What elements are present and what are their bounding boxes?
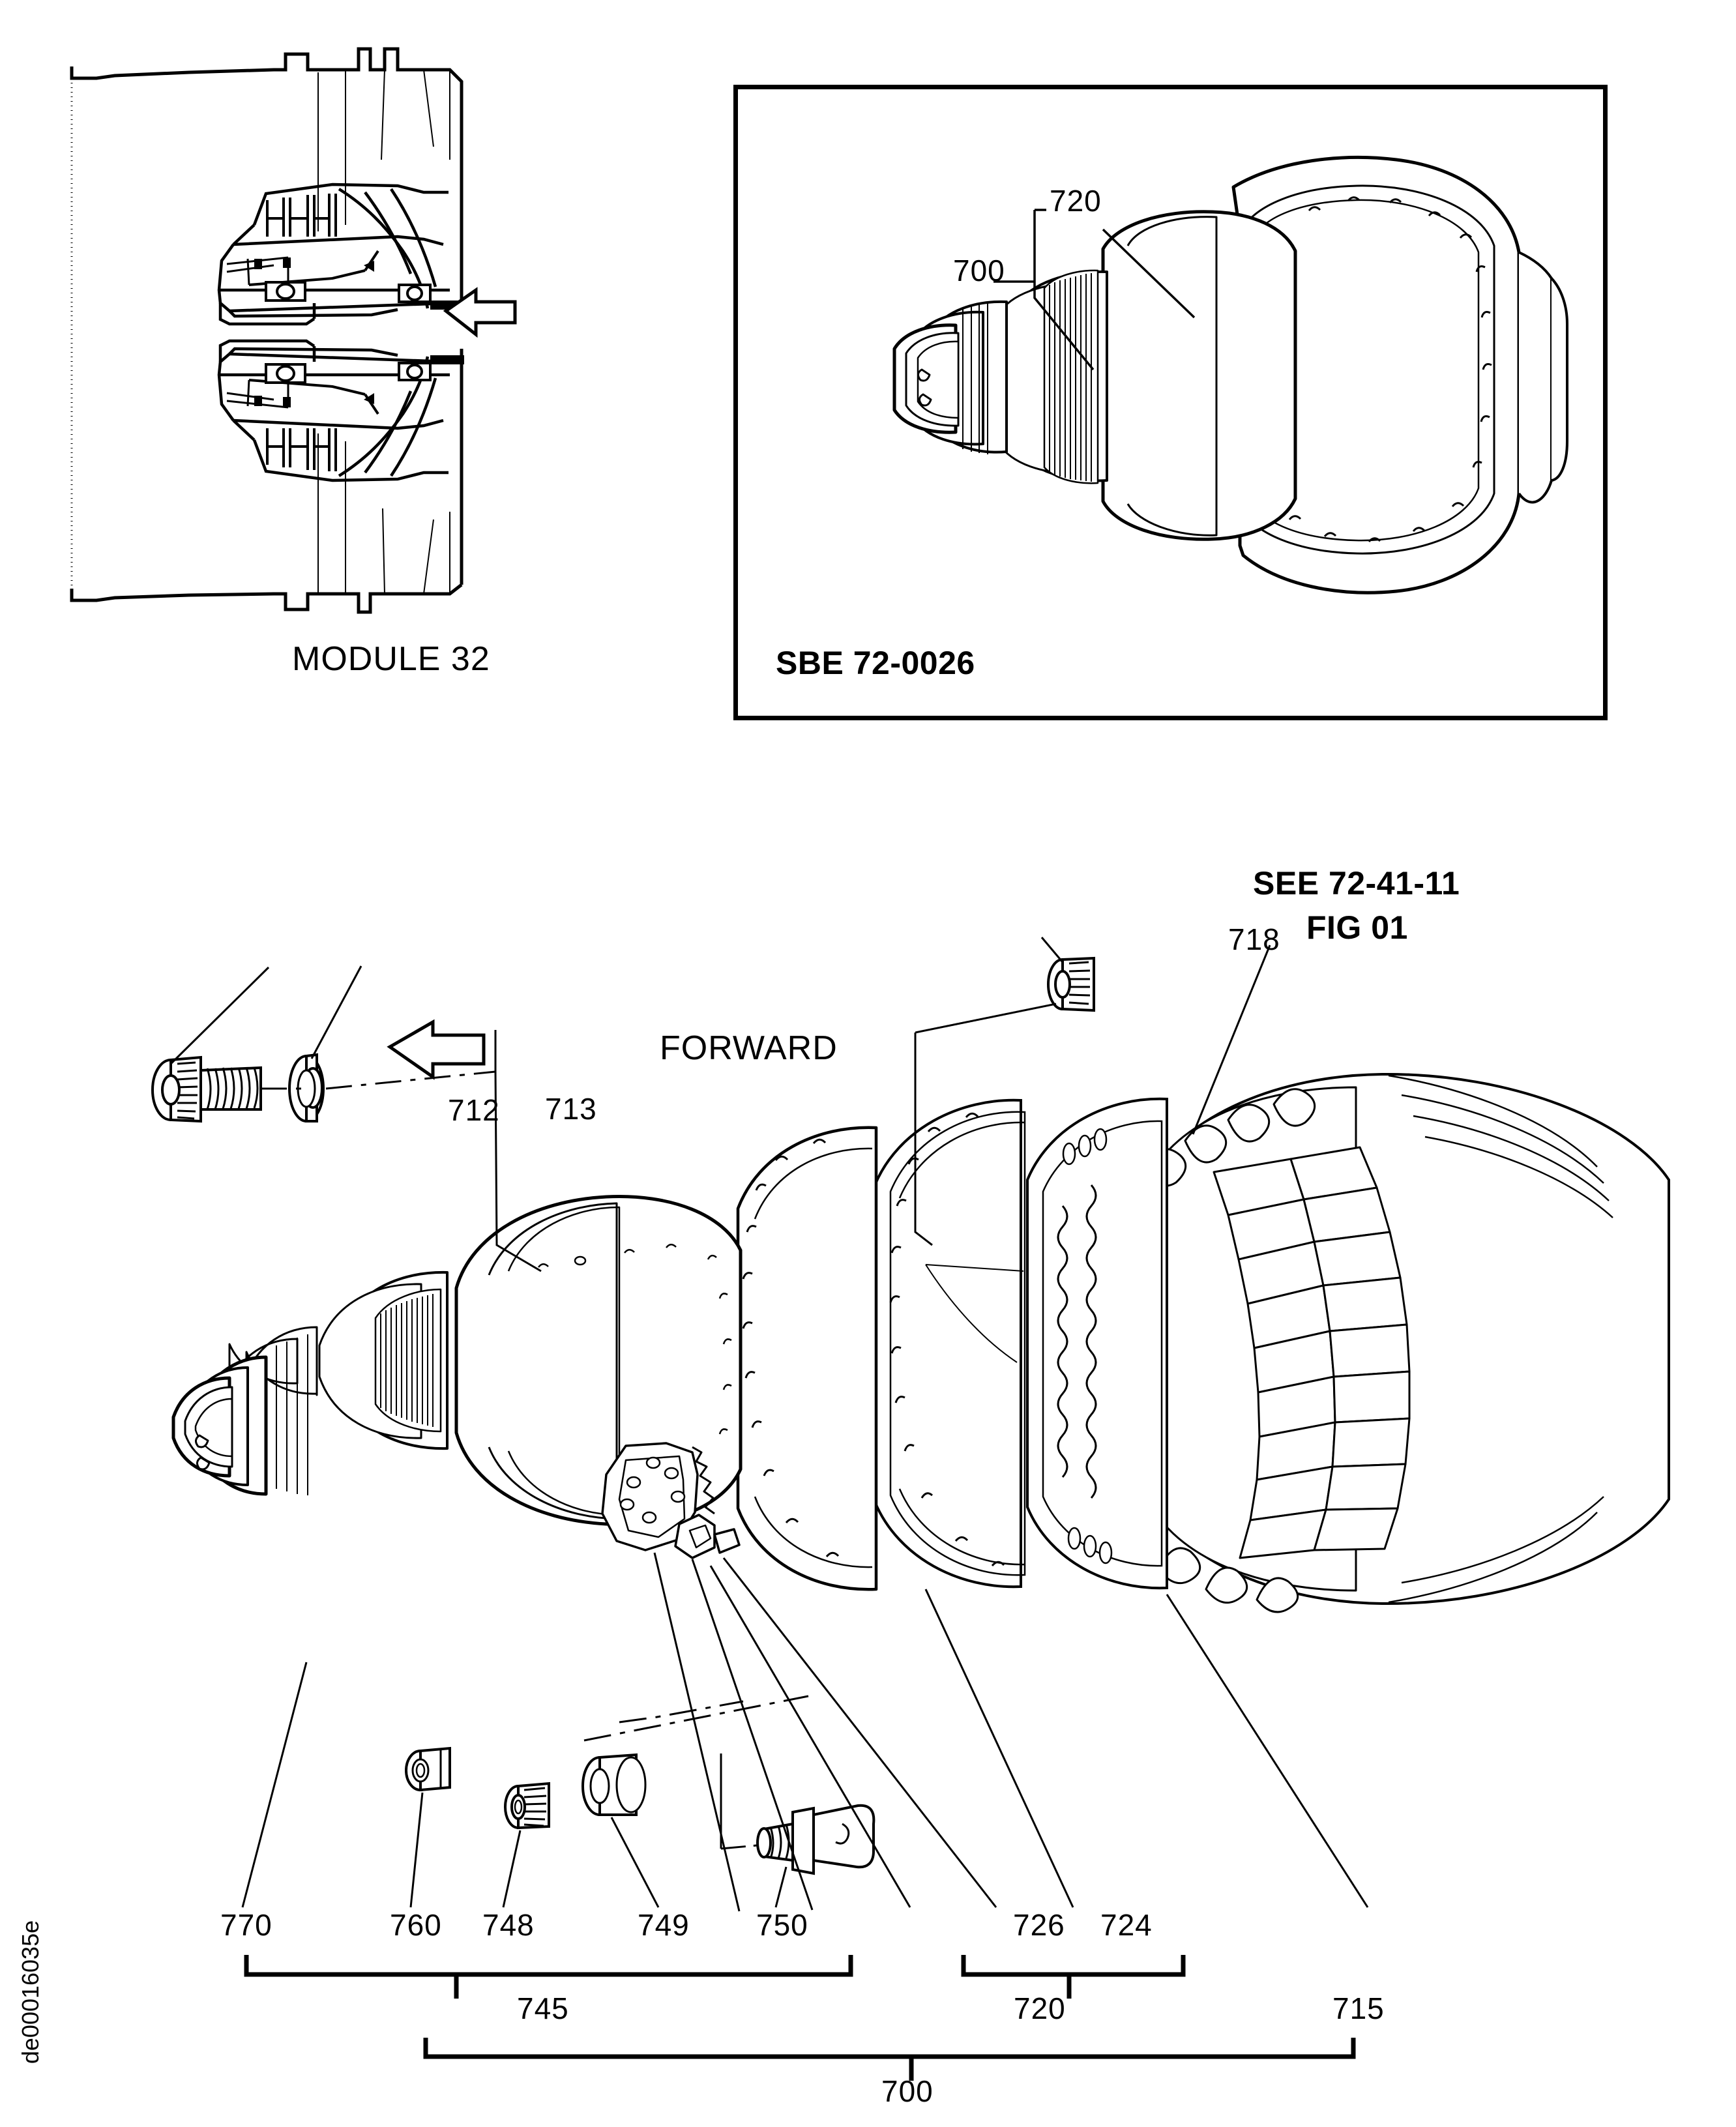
nut-748-icon (504, 1782, 550, 1830)
callout-760: 760 (390, 1908, 442, 1942)
bolt-712-icon (151, 1055, 262, 1123)
callout-748: 748 (482, 1908, 535, 1942)
callout-bracket-group (0, 1910, 1736, 2127)
document-id-watermark: de00016035e (17, 1920, 44, 2064)
reference-note-line1: SEE 72-41-11 (1253, 865, 1460, 902)
sbe-panel: 700 720 SBE 72-0026 (733, 85, 1608, 720)
callout-718: 718 (1228, 922, 1280, 956)
module-cross-section-drawing (59, 29, 517, 636)
callout-724: 724 (1100, 1908, 1153, 1942)
main-exploded-assembly-drawing (0, 815, 1736, 1975)
module-caption: MODULE 32 (292, 640, 490, 678)
nut-718-icon (1047, 956, 1095, 1012)
callout-726: 726 (1013, 1908, 1065, 1942)
callout-715: 715 (1332, 1991, 1385, 2025)
plug-760-icon (405, 1746, 451, 1792)
forward-label: FORWARD (660, 1029, 838, 1067)
callout-713: 713 (545, 1092, 597, 1126)
callout-750: 750 (756, 1908, 808, 1942)
callout-700-group: 700 (881, 2074, 934, 2108)
sbe-callout-700: 700 (953, 254, 1005, 287)
washer-713-icon (288, 1053, 325, 1122)
reference-note-line2: FIG 01 (1306, 909, 1408, 946)
callout-712: 712 (448, 1093, 500, 1127)
spacer-749-icon (581, 1753, 647, 1816)
leader-lines (169, 937, 1369, 1912)
sbe-callout-leaders (993, 209, 1196, 371)
callout-720-group: 720 (1014, 1991, 1066, 2025)
section-pointer-arrow (443, 287, 517, 338)
sbe-caption: SBE 72-0026 (776, 645, 975, 681)
sbe-callout-720: 720 (1050, 184, 1102, 218)
forward-arrow-icon (387, 1019, 486, 1080)
callout-770: 770 (220, 1908, 272, 1942)
callout-749: 749 (638, 1908, 690, 1942)
callout-745: 745 (517, 1991, 569, 2025)
